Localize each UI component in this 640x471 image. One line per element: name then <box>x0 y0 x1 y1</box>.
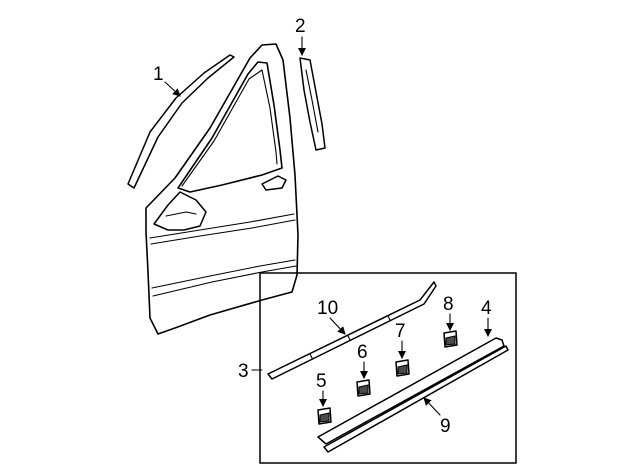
part-4-molding <box>317 337 505 445</box>
callout-8: 8 <box>443 294 454 315</box>
kit-3-box <box>259 272 517 464</box>
part-10-strip <box>267 281 437 380</box>
callout-3: 3 <box>238 361 249 382</box>
part-1-molding <box>127 54 235 189</box>
callout-5: 5 <box>316 371 327 392</box>
callout-6: 6 <box>357 342 368 363</box>
part-2-applique <box>299 57 326 151</box>
part-9-molding <box>323 345 509 453</box>
callout-2: 2 <box>295 16 306 37</box>
clip-7 <box>395 359 410 377</box>
clip-5 <box>317 407 332 425</box>
callout-7: 7 <box>395 321 406 342</box>
callout-4: 4 <box>481 298 492 319</box>
callout-10: 10 <box>317 298 338 319</box>
callout-1: 1 <box>153 64 164 85</box>
clip-6 <box>356 379 371 397</box>
callout-9: 9 <box>440 416 451 437</box>
front-door <box>145 43 299 335</box>
leader-lines <box>164 36 492 416</box>
clip-8 <box>443 330 458 348</box>
